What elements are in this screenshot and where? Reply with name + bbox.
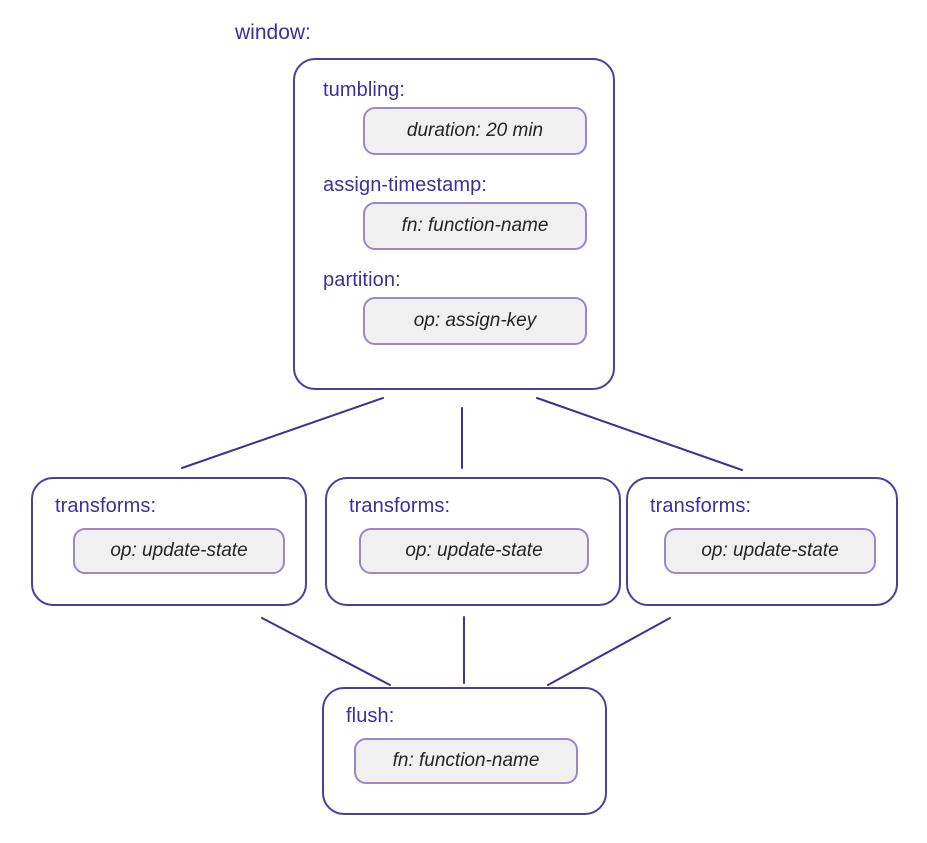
flush-label: flush: [346, 705, 395, 727]
property-value-assign-timestamp-fn: fn: function-name [401, 215, 549, 236]
section-label-tumbling: tumbling: [323, 79, 406, 101]
page-title: window: [235, 21, 311, 44]
property-value-partition-op: op: assign-key [413, 310, 537, 331]
section-label-partition: partition: [323, 269, 401, 291]
section-label-assign-timestamp: assign-timestamp: [323, 174, 487, 196]
window-node[interactable]: tumbling: duration: 20 min assign-timest… [293, 58, 615, 390]
property-value-transforms-op-right: op: update-state [701, 540, 839, 561]
property-value-flush-fn: fn: function-name [392, 750, 540, 771]
property-pill-flush-fn[interactable]: fn: function-name [354, 738, 578, 784]
property-pill-transforms-op-middle[interactable]: op: update-state [359, 528, 589, 574]
property-value-duration: duration: 20 min [406, 120, 544, 141]
transforms-node-left[interactable]: transforms: op: update-state [31, 477, 307, 606]
flush-node[interactable]: flush: fn: function-name [322, 687, 607, 815]
property-pill-transforms-op-left[interactable]: op: update-state [73, 528, 285, 574]
edge-transforms-right-to-flush [547, 617, 671, 686]
property-value-transforms-op-left: op: update-state [110, 540, 248, 561]
edge-transforms-left-to-flush [261, 617, 391, 686]
property-pill-transforms-op-right[interactable]: op: update-state [664, 528, 876, 574]
transforms-label-right: transforms: [650, 495, 752, 517]
property-pill-partition-op[interactable]: op: assign-key [363, 297, 587, 345]
property-value-transforms-op-middle: op: update-state [405, 540, 543, 561]
transforms-node-middle[interactable]: transforms: op: update-state [325, 477, 621, 606]
property-pill-assign-timestamp-fn[interactable]: fn: function-name [363, 202, 587, 250]
property-pill-tumbling-duration[interactable]: duration: 20 min [363, 107, 587, 155]
transforms-label-left: transforms: [55, 495, 157, 517]
edge-window-to-transforms-right [536, 397, 743, 471]
transforms-node-right[interactable]: transforms: op: update-state [626, 477, 898, 606]
edge-window-to-transforms-left [181, 397, 384, 469]
transforms-label-middle: transforms: [349, 495, 451, 517]
